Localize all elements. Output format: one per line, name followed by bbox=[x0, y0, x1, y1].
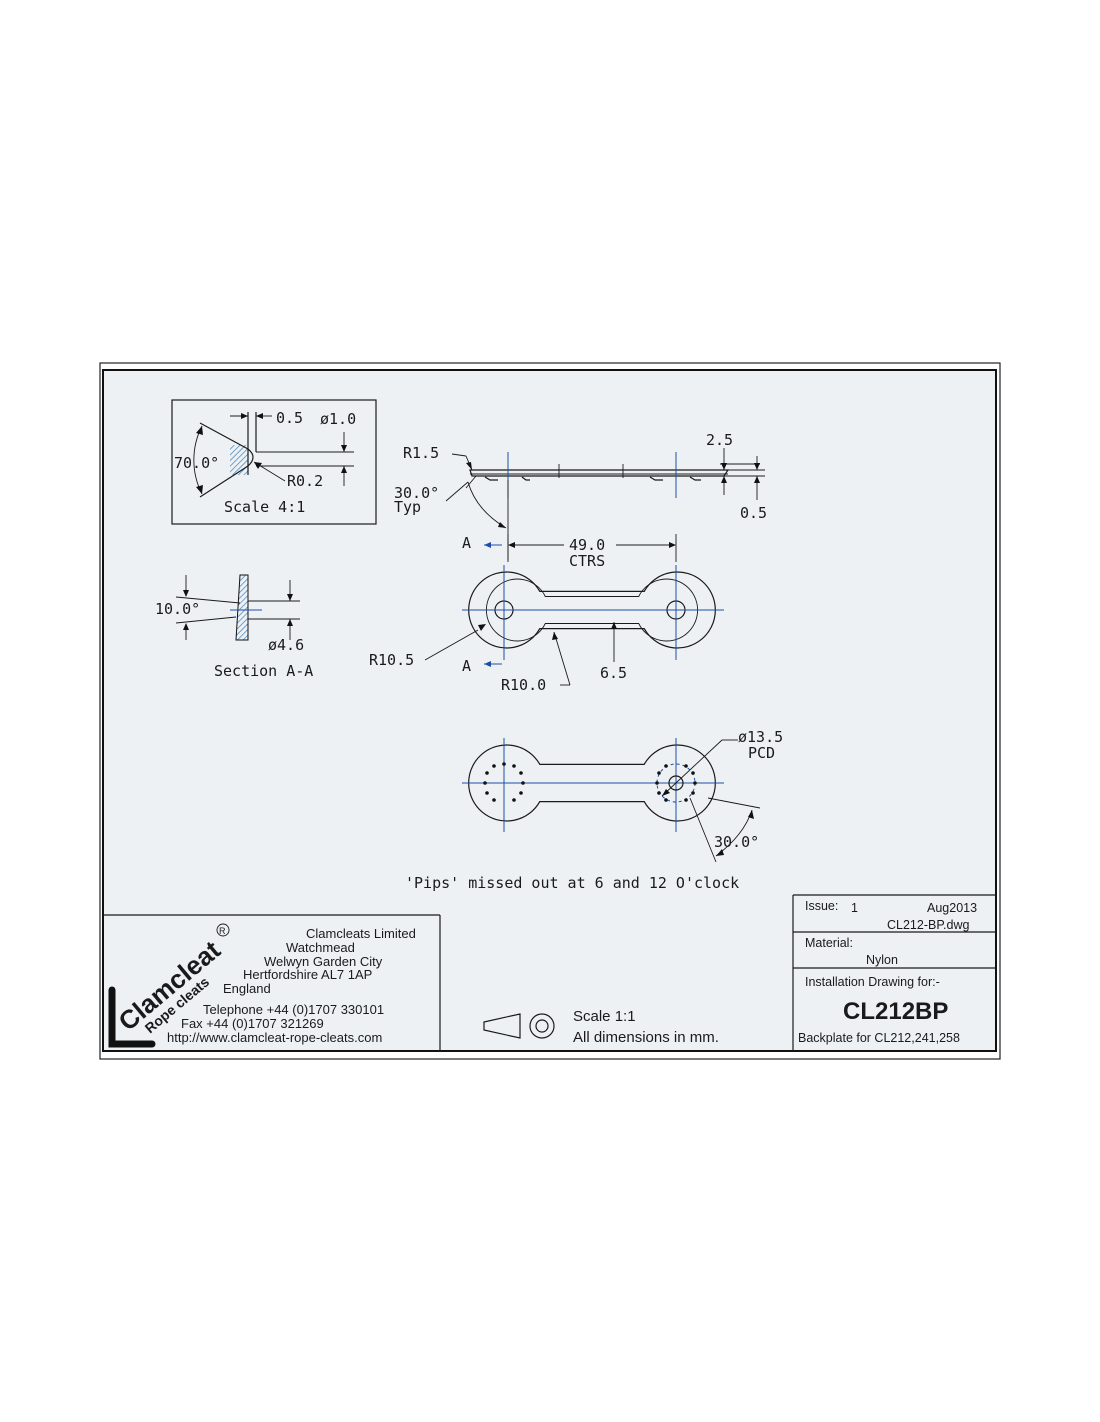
detail-view: 0.5 ø1.0 70.0° R0.2 Scale 4:1 bbox=[171, 399, 377, 525]
issue-date: Aug2013 bbox=[927, 901, 977, 915]
company-address-3: Hertfordshire AL7 1AP bbox=[243, 967, 372, 982]
section-angle: 10.0° bbox=[155, 600, 200, 618]
detail-scale-label: Scale 4:1 bbox=[224, 498, 305, 516]
issue-value: 1 bbox=[851, 901, 858, 915]
side-view: R1.5 2.5 0.5 30.0° Typ bbox=[394, 431, 767, 560]
top-view: A A 49.0 CTRS R10.5 R10.0 6.5 bbox=[369, 534, 724, 694]
company-address-1: Watchmead bbox=[286, 940, 355, 955]
scale-block: Scale 1:1 All dimensions in mm. bbox=[573, 1008, 719, 1046]
bottom-pcd: ø13.5 bbox=[738, 728, 783, 746]
detail-dim-05: 0.5 bbox=[276, 409, 303, 427]
top-section-mark-upper: A bbox=[462, 534, 471, 552]
company-fax: Fax +44 (0)1707 321269 bbox=[181, 1016, 324, 1031]
section-view: 10.0° ø4.6 Section A-A bbox=[155, 574, 313, 680]
backplate-top-outline bbox=[468, 571, 716, 649]
bottom-pcd-note: PCD bbox=[748, 744, 775, 762]
company-name: Clamcleats Limited bbox=[306, 926, 416, 941]
scale-label: Scale 1:1 bbox=[573, 1008, 636, 1025]
detail-box bbox=[171, 399, 377, 525]
side-angle-note: Typ bbox=[394, 498, 421, 516]
installation-label: Installation Drawing for:- bbox=[805, 975, 940, 989]
side-dim-25: 2.5 bbox=[706, 431, 733, 449]
company-telephone: Telephone +44 (0)1707 330101 bbox=[203, 1002, 384, 1017]
material-label: Material: bbox=[805, 936, 853, 950]
bottom-angle: 30.0° bbox=[714, 833, 759, 851]
top-r100: R10.0 bbox=[501, 676, 546, 694]
top-r105: R10.5 bbox=[369, 651, 414, 669]
drawing-frame bbox=[102, 369, 997, 1052]
side-dim-05: 0.5 bbox=[740, 504, 767, 522]
projection-symbol bbox=[483, 1013, 555, 1039]
bottom-view: ø13.5 PCD 30.0° 'Pips' missed out at 6 a… bbox=[405, 728, 783, 892]
top-ctrs-value: 49.0 bbox=[569, 536, 605, 554]
side-angle: 30.0° bbox=[394, 484, 439, 502]
side-r15: R1.5 bbox=[403, 444, 439, 462]
bottom-note: 'Pips' missed out at 6 and 12 O'clock bbox=[405, 874, 739, 892]
title-block: Issue: 1 Aug2013 CL212-BP.dwg Material: … bbox=[792, 894, 996, 1051]
company-address-4: England bbox=[223, 981, 271, 996]
backplate-bottom-outline bbox=[468, 744, 716, 822]
detail-dim-r02: R0.2 bbox=[287, 472, 323, 490]
top-width: 6.5 bbox=[600, 664, 627, 682]
detail-dim-70: 70.0° bbox=[174, 454, 219, 472]
section-hole: ø4.6 bbox=[268, 636, 304, 654]
section-label: Section A-A bbox=[214, 662, 313, 680]
pip-holes-left bbox=[483, 762, 525, 802]
units-label: All dimensions in mm. bbox=[573, 1029, 719, 1046]
logo-registered: R bbox=[219, 926, 226, 936]
top-ctrs-note: CTRS bbox=[569, 552, 605, 570]
file-name: CL212-BP.dwg bbox=[887, 918, 970, 932]
top-section-mark-lower: A bbox=[462, 657, 471, 675]
pip-holes-right bbox=[655, 764, 697, 802]
material-value: Nylon bbox=[866, 953, 898, 967]
part-number: CL212BP bbox=[843, 998, 948, 1025]
detail-dim-dia10: ø1.0 bbox=[320, 410, 356, 428]
company-web[interactable]: http://www.clamcleat-rope-cleats.com bbox=[167, 1030, 382, 1045]
backplate-top-inner bbox=[485, 578, 699, 642]
part-description: Backplate for CL212,241,258 bbox=[798, 1031, 960, 1045]
company-address-2: Welwyn Garden City bbox=[264, 954, 383, 969]
section-hatch bbox=[235, 574, 249, 641]
detail-hatch bbox=[230, 445, 248, 475]
issue-label: Issue: bbox=[805, 899, 838, 913]
